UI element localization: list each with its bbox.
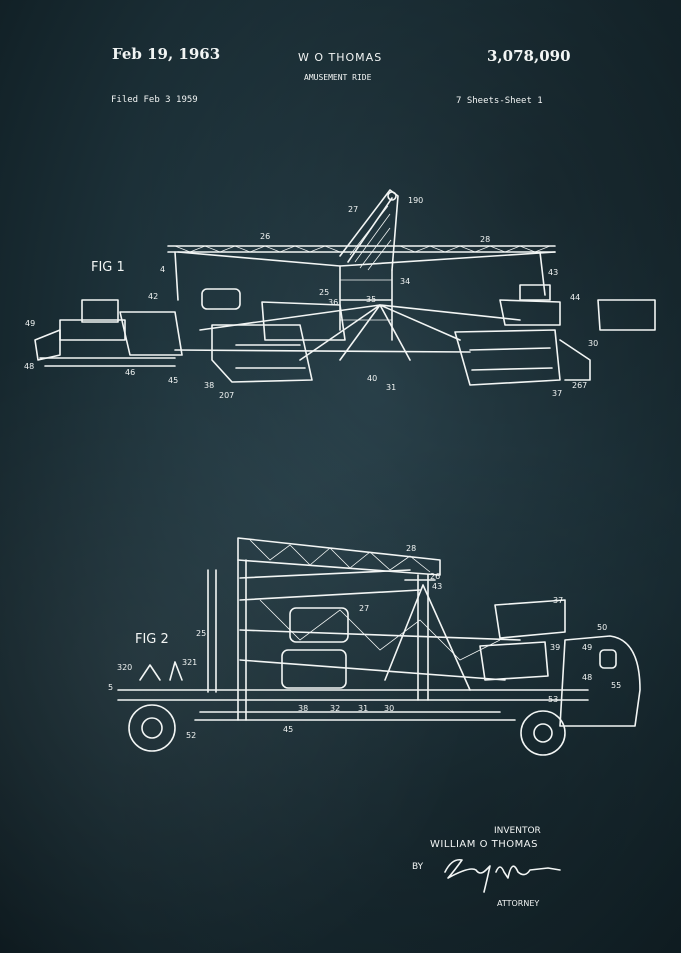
numeral: 35: [366, 295, 376, 304]
fig1-drawing: [34, 189, 656, 386]
fig1-label: FIG 1: [91, 260, 125, 275]
numeral: 28: [406, 544, 416, 553]
numeral: 48: [582, 673, 592, 682]
patent-number: 3,078,090: [487, 47, 571, 65]
numeral: 25: [319, 288, 329, 297]
filed-date: Filed Feb 3 1959: [111, 95, 198, 105]
numeral: 40: [367, 374, 377, 383]
numeral: 52: [186, 731, 196, 740]
numeral: 5: [108, 683, 113, 692]
numeral: 30: [588, 339, 598, 348]
numeral: 28: [480, 235, 490, 244]
numeral: 55: [611, 681, 621, 690]
numeral: 37: [553, 596, 563, 605]
numeral: 320: [117, 663, 132, 672]
numeral: 53: [548, 695, 558, 704]
numeral: 38: [204, 381, 214, 390]
numeral: 207: [219, 391, 234, 400]
numeral: 37: [552, 389, 562, 398]
by-label: BY: [412, 862, 424, 872]
inventor-full-name: WILLIAM O THOMAS: [430, 839, 538, 850]
numeral: 38: [298, 704, 308, 713]
numeral: 44: [570, 293, 580, 302]
numeral: 43: [432, 582, 442, 591]
inventor-heading: W O THOMAS: [298, 51, 383, 64]
numeral: 32: [330, 704, 340, 713]
fig2-label: FIG 2: [135, 632, 169, 647]
numeral: 25: [196, 629, 206, 638]
numeral: 4: [160, 265, 165, 274]
numeral: 26: [430, 572, 440, 581]
fig2-drawing: [117, 537, 641, 756]
numeral: 321: [182, 658, 197, 667]
numeral: 46: [125, 368, 135, 377]
numeral: 50: [597, 623, 607, 632]
numeral: 45: [283, 725, 293, 734]
numeral: 27: [348, 205, 358, 214]
numeral: 31: [358, 704, 368, 713]
fig1-numerals: 27 190 26 28 4 43 25 36 34 42 35 44 49 4…: [24, 196, 598, 400]
numeral: 27: [359, 604, 369, 613]
numeral: 26: [260, 232, 270, 241]
inventor-label: INVENTOR: [494, 826, 541, 836]
numeral: 190: [408, 196, 423, 205]
numeral: 48: [24, 362, 34, 371]
numeral: 36: [328, 298, 338, 307]
numeral: 267: [572, 381, 587, 390]
patent-title: AMUSEMENT RIDE: [304, 73, 372, 82]
fig2-numerals: 28 26 43 37 27 25 39 50 49 320 321 5 48 …: [108, 544, 621, 740]
attorney-signature: [444, 858, 561, 893]
numeral: 30: [384, 704, 394, 713]
numeral: 31: [386, 383, 396, 392]
patent-date: Feb 19, 1963: [112, 45, 221, 63]
attorney-label: ATTORNEY: [497, 899, 540, 908]
numeral: 34: [400, 277, 410, 286]
numeral: 45: [168, 376, 178, 385]
numeral: 39: [550, 643, 560, 652]
numeral: 42: [148, 292, 158, 301]
numeral: 49: [25, 319, 35, 328]
numeral: 43: [548, 268, 558, 277]
numeral: 49: [582, 643, 592, 652]
sheet-info: 7 Sheets-Sheet 1: [456, 96, 543, 106]
